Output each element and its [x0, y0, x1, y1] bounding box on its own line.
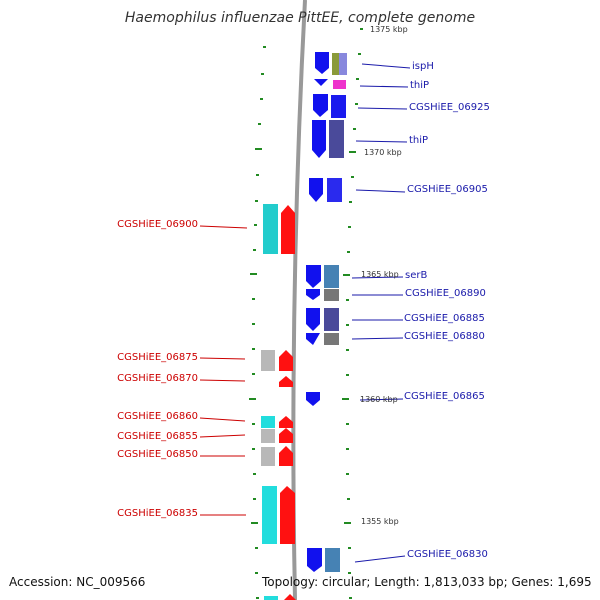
gene-label-CGSHiEE_06865[interactable]: CGSHiEE_06865	[404, 391, 485, 402]
gene-label-CGSHiEE_06860[interactable]: CGSHiEE_06860	[117, 411, 198, 422]
accession-text: Accession: NC_009566	[9, 575, 146, 589]
gene-label-thiP-1[interactable]: thiP	[410, 80, 430, 91]
gene-label-CGSHiEE_06835[interactable]: CGSHiEE_06835	[117, 508, 198, 519]
gene-CGSHiEE_06855	[279, 428, 293, 443]
minor-ticks-left	[249, 46, 266, 599]
ruler-label-1375: 1375 kbp	[370, 25, 408, 34]
gene-label-serB[interactable]: serB	[405, 270, 428, 281]
genome-backbone	[291, 0, 307, 600]
leader-lines-right	[351, 63, 411, 563]
cog-blocks-right	[324, 53, 347, 572]
gene-CGSHiEE_06830	[307, 548, 322, 572]
gene-label-CGSHiEE_06880[interactable]: CGSHiEE_06880	[404, 331, 485, 342]
map-title: Haemophilus influenzae PittEE, complete …	[124, 10, 476, 26]
ruler-label-1370: 1370 kbp	[364, 148, 402, 157]
gene-label-CGSHiEE_06850[interactable]: CGSHiEE_06850	[117, 449, 198, 460]
topology-text: Topology: circular; Length: 1,813,033 bp…	[262, 575, 592, 589]
gene-CGSHiEE_06835	[280, 486, 295, 544]
gene-label-CGSHiEE_06870[interactable]: CGSHiEE_06870	[117, 373, 198, 384]
gene-CGSHiEE_06865	[306, 392, 320, 406]
gene-label-thiP-2[interactable]: thiP	[409, 135, 429, 146]
gene-label-CGSHiEE_06890[interactable]: CGSHiEE_06890	[405, 288, 486, 299]
gene-label-ispH[interactable]: ispH	[412, 61, 434, 72]
forward-strand-genes	[279, 205, 296, 600]
gene-CGSHiEE_06870	[279, 376, 293, 387]
gene-CGSHiEE_06880	[306, 333, 320, 345]
gene-label-CGSHiEE_06905[interactable]: CGSHiEE_06905	[407, 184, 488, 195]
leader-lines-left	[199, 225, 248, 516]
gene-serB	[306, 265, 321, 288]
gene-CGSHiEE_06875	[279, 350, 293, 371]
minor-ticks-right	[342, 28, 363, 599]
gene-CGSHiEE_06885	[306, 308, 320, 331]
gene-label-CGSHiEE_06885[interactable]: CGSHiEE_06885	[404, 313, 485, 324]
gene-label-CGSHiEE_06830[interactable]: CGSHiEE_06830	[407, 549, 488, 560]
gene-label-CGSHiEE_06855[interactable]: CGSHiEE_06855	[117, 431, 198, 442]
ruler-label-1365: 1365 kbp	[361, 270, 399, 279]
gene-CGSHiEE_06925	[313, 94, 328, 117]
gene-thiP	[312, 120, 326, 158]
cog-blocks-left	[261, 204, 278, 600]
gene-CGSHiEE_06850	[279, 446, 293, 466]
gene-label-CGSHiEE_06875[interactable]: CGSHiEE_06875	[117, 352, 198, 363]
reverse-strand-genes	[306, 52, 329, 572]
ruler-label-1360: 1360 kbp	[360, 395, 398, 404]
gene-ispH	[315, 52, 329, 74]
gene-label-CGSHiEE_06900[interactable]: CGSHiEE_06900	[117, 219, 198, 230]
gene-CGSHiEE_06890	[306, 289, 320, 300]
gene-CGSHiEE_06900	[281, 205, 295, 254]
gene-CGSHiEE_06860	[279, 416, 293, 428]
gene-label-CGSHiEE_06925[interactable]: CGSHiEE_06925	[409, 102, 490, 113]
gene-CGSHiEE_06905	[309, 178, 323, 202]
ruler-label-1355: 1355 kbp	[361, 517, 399, 526]
gene-thiP-small	[314, 79, 328, 86]
